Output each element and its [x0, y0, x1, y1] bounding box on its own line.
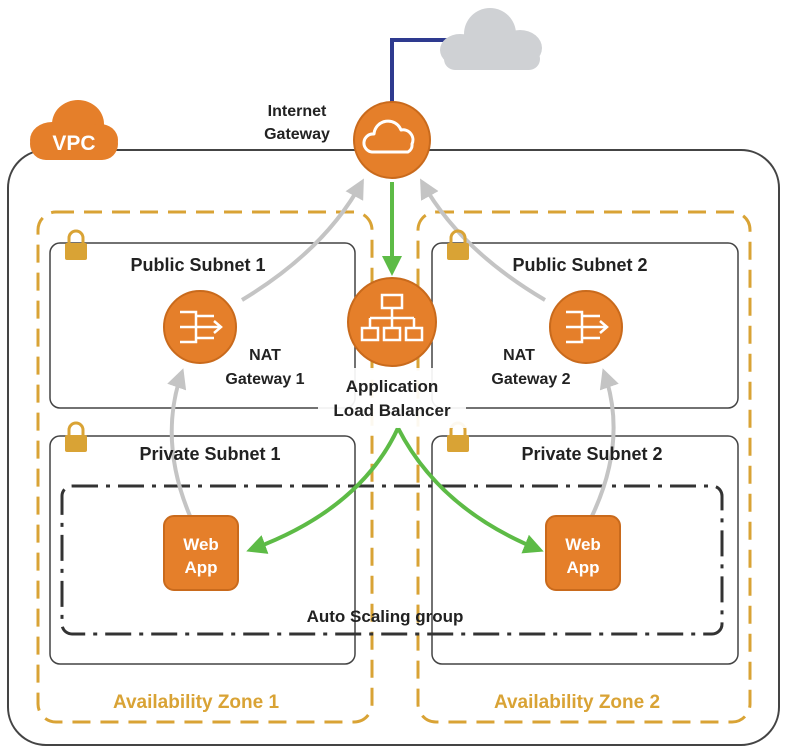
nat-gateway-1-label-line1: NAT [249, 347, 281, 364]
internet-cloud-icon [440, 8, 542, 70]
public-subnet-1-label: Public Subnet 1 [130, 255, 265, 275]
web-app-icon [545, 515, 621, 591]
internet-gateway-icon [353, 101, 431, 179]
lock-icon [65, 421, 87, 452]
vpc-label: VPC [52, 132, 95, 155]
nat-gateway-2-label-line2: Gateway 2 [491, 371, 570, 388]
nat-gateway-1: NAT Gateway 1 [163, 290, 305, 388]
lock-icon [65, 229, 87, 260]
availability-zone-1 [36, 210, 374, 724]
lock-icon [447, 229, 469, 260]
web-app-2-label-line1: Web [565, 535, 601, 554]
availability-zone-2-label: Availability Zone 2 [494, 692, 660, 713]
cloud-icon [362, 119, 415, 154]
web-app-2-label-line2: App [566, 558, 599, 577]
web-app-icon [163, 515, 239, 591]
arrow-alb-to-webapp1 [246, 427, 400, 554]
load-balancer-label-line1: Application [346, 377, 439, 396]
auto-scaling-group-box [60, 484, 724, 636]
internet-gateway-label-line1: Internet [268, 103, 327, 120]
arrow-webapp1-to-nat1 [167, 368, 192, 517]
nat-gateway-2-label-line1: NAT [503, 347, 535, 364]
internet-gateway: Internet Gateway [264, 101, 431, 179]
arrow-nat2-to-igw [420, 178, 547, 302]
public-subnet-2-label: Public Subnet 2 [512, 255, 647, 275]
application-load-balancer: Application Load Balancer [318, 277, 466, 428]
private-subnet-1-label: Private Subnet 1 [139, 444, 280, 464]
web-app-1: Web App [163, 515, 239, 591]
vpc-badge: VPC [30, 100, 118, 160]
arrow-nat1-to-igw [240, 178, 364, 302]
load-balancer-label-line2: Load Balancer [333, 401, 451, 420]
private-subnet-1-box [49, 435, 356, 665]
auto-scaling-group-label: Auto Scaling group [307, 607, 464, 626]
availability-zone-1-label: Availability Zone 1 [113, 692, 280, 713]
internet-link-line [390, 38, 448, 103]
arrow-alb-to-webapp2 [396, 427, 544, 554]
web-app-2: Web App [545, 515, 621, 591]
nat-gateway-1-label-line2: Gateway 1 [225, 371, 304, 388]
web-app-1-label-line2: App [184, 558, 217, 577]
nat-gateway-2: NAT Gateway 2 [491, 290, 623, 388]
private-subnet-2-label: Private Subnet 2 [521, 444, 662, 464]
internet-gateway-label-line2: Gateway [264, 126, 330, 143]
vpc-cloud-icon [30, 100, 118, 160]
availability-zone-2 [416, 210, 752, 724]
arrow-webapp2-to-nat2 [590, 368, 619, 517]
private-subnet-2-box [431, 435, 739, 665]
web-app-1-label-line1: Web [183, 535, 219, 554]
